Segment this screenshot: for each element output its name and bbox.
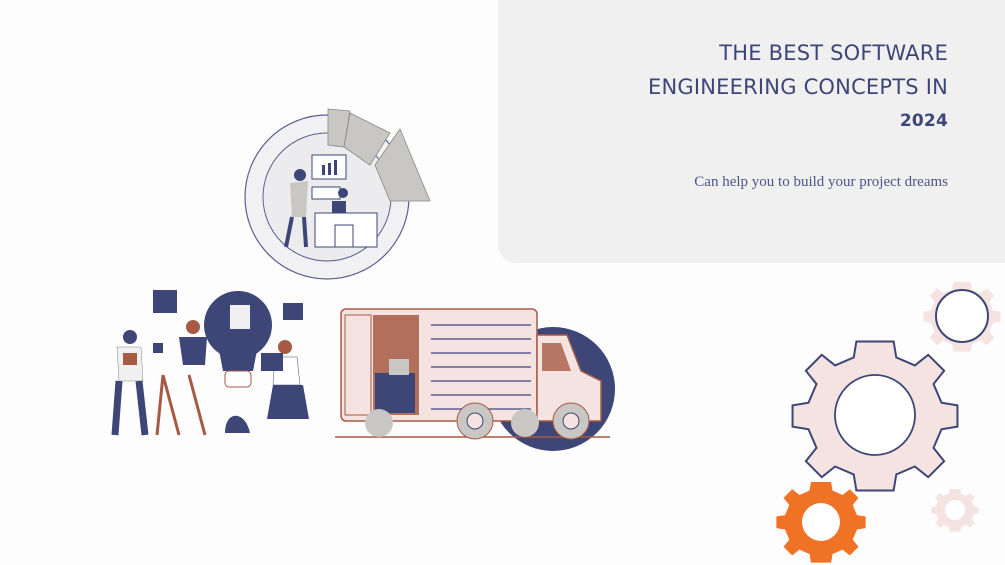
teamwork-lightbulb-puzzle-illustration [111, 290, 309, 436]
delivery-truck-illustration [335, 308, 615, 451]
gears-illustration [776, 282, 1001, 563]
title-panel: THE BEST SOFTWARE ENGINEERING CONCEPTS I… [498, 0, 1005, 263]
title-line-2: ENGINEERING CONCEPTS IN [648, 75, 948, 99]
slide-title: THE BEST SOFTWARE ENGINEERING CONCEPTS I… [528, 36, 948, 138]
title-line-3: 2024 [899, 111, 948, 131]
analytics-dashboard-illustration [244, 108, 431, 280]
title-line-1: THE BEST SOFTWARE [719, 41, 948, 65]
slide-subtitle: Can help you to build your project dream… [694, 174, 948, 190]
